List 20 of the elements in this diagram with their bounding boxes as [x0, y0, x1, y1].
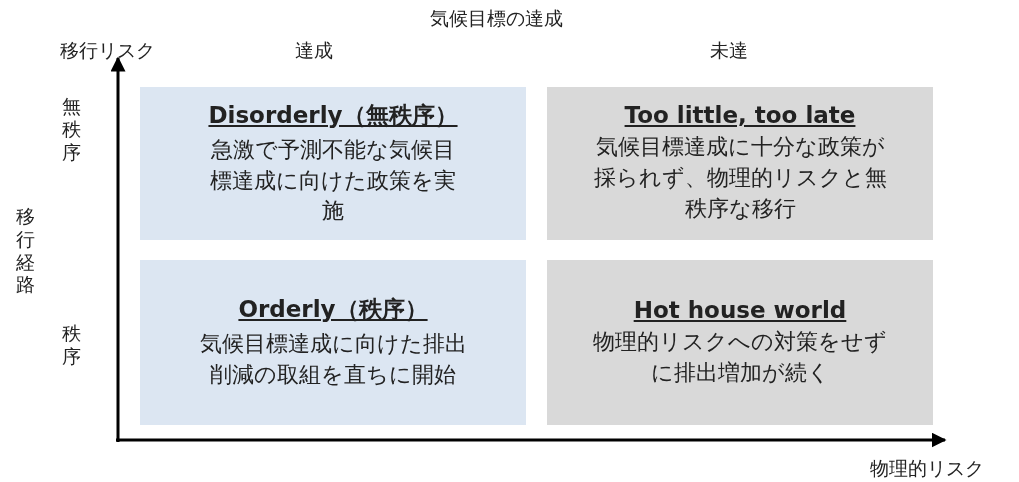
column-header: 達成	[295, 38, 333, 63]
quadrant-heading: Orderly（秩序）	[238, 295, 428, 325]
row-header: 無秩序	[62, 95, 81, 164]
quadrant-box	[140, 260, 526, 425]
column-header: 未達	[710, 38, 748, 63]
quadrant-heading: Hot house world	[633, 296, 847, 323]
quadrant-description: 物理的リスクへの対策をせずに排出増加が続く	[592, 327, 888, 387]
quadrant-description: 気候目標達成に十分な政策が採られず、物理的リスクと無秩序な移行	[592, 133, 888, 223]
axis-title: 移行経路	[16, 205, 35, 297]
axis-title: 移行リスク	[60, 38, 155, 63]
quadrant-box	[547, 87, 933, 240]
row-header: 秩序	[62, 322, 81, 368]
quadrant-box	[547, 260, 933, 425]
quadrant-box	[140, 87, 526, 240]
quadrant-heading: Too little, too late	[624, 102, 856, 129]
quadrant-heading: Disorderly（無秩序）	[208, 100, 458, 130]
quadrant-description: 気候目標達成に向けた排出削減の取組を直ちに開始	[198, 330, 468, 389]
axis-title: 物理的リスク	[870, 456, 984, 481]
quadrant-description: 急激で予測不能な気候目標達成に向けた政策を実施	[209, 135, 457, 226]
axis-title: 気候目標の達成	[430, 6, 563, 31]
